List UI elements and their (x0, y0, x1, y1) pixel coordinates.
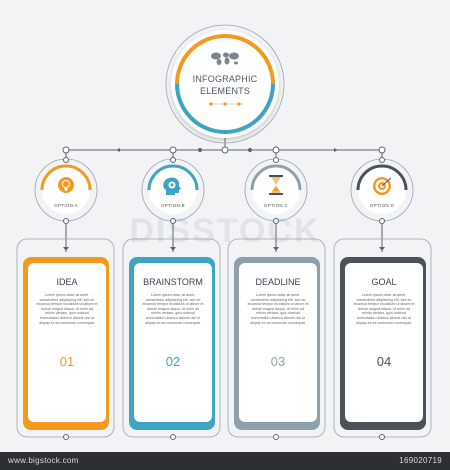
hourglass-icon (269, 175, 283, 195)
footer-bar: www.bigstock.com 169020719 (0, 452, 450, 470)
card-number: 04 (376, 354, 392, 369)
hub-ring (175, 34, 275, 134)
option-d-label: OPTION D (369, 203, 395, 208)
world-map-icon (211, 52, 239, 65)
footer-site: www.bigstock.com (8, 456, 79, 465)
hub-dots-decoration (207, 102, 243, 106)
card-text: Lorem ipsum dolor sit amet, consectetur … (36, 293, 98, 325)
lightbulb-icon (58, 177, 74, 193)
card-title-deadline: DEADLINE (255, 277, 301, 287)
target-icon (373, 177, 392, 195)
card-text: Lorem ipsum dolor sit amet, consectetur … (142, 293, 204, 325)
card-text: Lorem ipsum dolor sit amet, consectetur … (353, 293, 415, 325)
card-number: 01 (59, 354, 75, 369)
card-title-idea: IDEA (56, 277, 78, 287)
card-number: 02 (165, 354, 181, 369)
card-title-goal: GOAL (371, 277, 397, 287)
card-number: 03 (270, 354, 286, 369)
footer-image-id: 169020719 (399, 456, 442, 465)
head-gear-icon (163, 177, 181, 195)
option-a-label: OPTION A (54, 203, 78, 208)
option-c-label: OPTION C (263, 203, 289, 208)
card-title-brainstorm: BRAINSTORM (143, 277, 203, 287)
hub-title-line1: INFOGRAPHIC (192, 74, 258, 84)
stock-watermark: DISSTOCK (129, 212, 321, 250)
option-b-label: OPTION B (161, 203, 185, 208)
card-text: Lorem ipsum dolor sit amet, consectetur … (247, 293, 309, 325)
hub-title-line2: ELEMENTS (199, 86, 251, 96)
hub-circle: INFOGRAPHIC ELEMENTS (171, 30, 279, 138)
